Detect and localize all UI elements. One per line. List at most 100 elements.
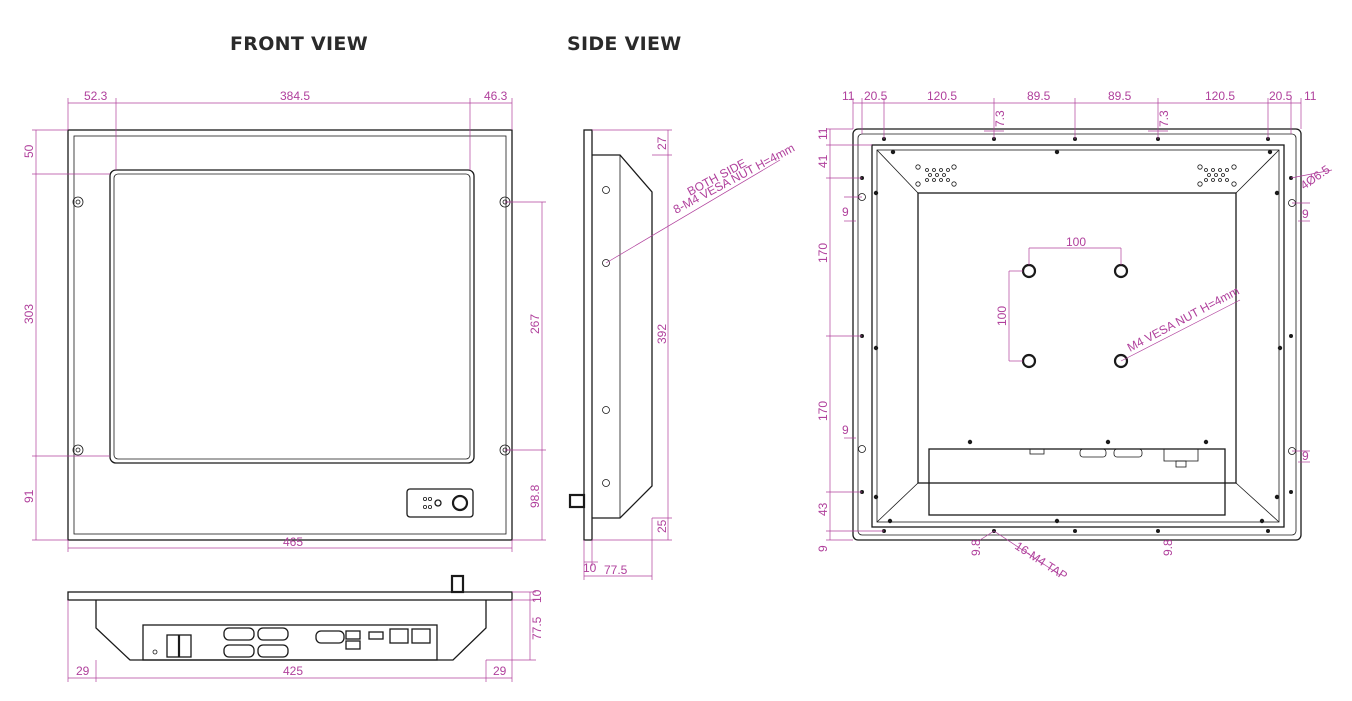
front-dim-screen-height: 303 xyxy=(22,304,36,324)
rear-frame-inner xyxy=(876,149,1280,523)
led-icon xyxy=(427,496,432,501)
led-icon xyxy=(422,496,427,501)
mount-hole xyxy=(72,196,84,208)
bottom-bezel xyxy=(67,591,513,601)
front-dim-hole-pitch: 267 xyxy=(528,314,542,334)
rear-dim-top-5: 89.5 xyxy=(1108,89,1132,103)
rear-dim-top-3: 120.5 xyxy=(927,89,957,103)
rear-dim-left-8: 9 xyxy=(816,545,830,552)
front-view: 52.3 384.5 46.3 50 303 91 267 98.8 465 xyxy=(22,89,546,552)
front-dim-overall-width: 465 xyxy=(283,535,303,549)
led-icon xyxy=(422,504,427,509)
rear-dim-bottom-left: 9.8 xyxy=(969,539,983,556)
rear-vesa-nut xyxy=(1021,263,1037,279)
com-port-icon xyxy=(257,627,289,641)
front-dim-left-margin: 52.3 xyxy=(84,89,108,103)
rear-dim-top-4: 89.5 xyxy=(1027,89,1051,103)
rear-bevel-line xyxy=(876,482,919,523)
side-antenna-connector xyxy=(568,493,586,509)
rear-dim-left-6: 9 xyxy=(842,423,849,437)
rear-dim-bottom-right: 9.8 xyxy=(1161,539,1175,556)
screen-outline xyxy=(109,169,475,464)
rear-io-port xyxy=(1163,448,1199,462)
rear-dim-top-8: 11 xyxy=(1304,89,1317,103)
vent-icon xyxy=(1197,164,1237,187)
side-dim-bezel: 10 xyxy=(583,561,597,575)
rear-vesa-note: M4 VESA NUT H=4mm xyxy=(1125,284,1242,355)
rear-vesa-nut xyxy=(1021,353,1037,369)
bottom-view: 29 425 29 10 77.5 xyxy=(67,574,544,682)
bottom-dim-depth: 77.5 xyxy=(530,616,544,640)
rear-dim-left-3: 9 xyxy=(842,205,849,219)
lan-port-icon xyxy=(411,628,431,644)
rear-outer xyxy=(852,128,1302,541)
rear-dim-top-2: 20.5 xyxy=(864,89,888,103)
front-dim-bottom: 91 xyxy=(22,489,36,503)
bottom-dim-width: 425 xyxy=(283,664,303,678)
side-bezel xyxy=(583,129,593,541)
bottom-dim-bezel: 10 xyxy=(530,589,544,603)
vesa-nut xyxy=(602,259,610,267)
rear-bevel-line xyxy=(1235,149,1280,194)
rear-vesa-nut xyxy=(1113,353,1129,369)
bottom-dim-right: 29 xyxy=(493,664,507,678)
rear-dim-left-2: 41 xyxy=(816,154,830,168)
rear-tap-note: 16-M4 TAP xyxy=(1012,539,1070,583)
vesa-nut xyxy=(602,406,610,414)
bottom-dim-left: 29 xyxy=(76,664,90,678)
rear-bevel-line xyxy=(876,149,919,194)
rear-io-port xyxy=(1113,448,1143,458)
rear-recess xyxy=(917,192,1237,484)
front-dim-hole-bottom: 98.8 xyxy=(528,484,542,508)
rear-dim-left-4: 170 xyxy=(816,243,830,263)
rear-dim-tick-right: 7.3 xyxy=(1157,110,1171,127)
vesa-nut xyxy=(602,186,610,194)
rear-dim-left-7: 43 xyxy=(816,502,830,516)
rear-outer-inner xyxy=(857,133,1297,536)
rear-io-port xyxy=(1079,448,1107,458)
rear-vesa-nut xyxy=(1113,263,1129,279)
front-bezel-outline xyxy=(67,129,513,541)
lan-port-icon xyxy=(389,628,409,644)
com-port-icon xyxy=(223,644,255,658)
tap-holes xyxy=(860,137,1293,533)
rear-dim-vesa-h: 100 xyxy=(1066,235,1086,249)
control-panel xyxy=(406,488,474,518)
side-dim-top: 27 xyxy=(655,136,669,150)
side-view: 27 392 25 10 77.5 BOTH SIDE 8-M4 VESA NU… xyxy=(568,129,797,580)
io-screw xyxy=(152,649,158,655)
vesa-nut xyxy=(602,479,610,487)
bottom-housing xyxy=(95,600,487,661)
side-view-title: SIDE VIEW xyxy=(567,33,682,55)
usb-port-icon xyxy=(345,640,361,650)
mount-hole xyxy=(72,444,84,456)
rear-frame xyxy=(871,144,1285,528)
rear-dim-top-6: 120.5 xyxy=(1205,89,1235,103)
rear-dim-hole-dia: 4Ø6.5 xyxy=(1298,162,1333,192)
vga-port-icon xyxy=(315,630,345,644)
front-dim-screen-width: 384.5 xyxy=(280,89,310,103)
side-housing xyxy=(592,154,653,519)
rear-dim-left-5: 170 xyxy=(816,401,830,421)
mount-hole-center xyxy=(75,447,81,453)
front-bezel-inner xyxy=(73,135,507,535)
front-view-title: FRONT VIEW xyxy=(230,33,368,55)
screen-inner xyxy=(113,173,471,460)
rear-io-block xyxy=(928,448,1226,516)
com-port-icon xyxy=(257,644,289,658)
front-dim-top: 50 xyxy=(22,144,36,158)
rear-side-hole xyxy=(858,445,866,453)
rear-io-port xyxy=(1029,448,1045,455)
rear-view: 11 20.5 120.5 89.5 89.5 120.5 20.5 11 7.… xyxy=(816,89,1333,583)
rear-io-port xyxy=(1175,460,1187,468)
side-dim-height: 392 xyxy=(655,324,669,344)
usb-port-icon xyxy=(345,630,361,640)
front-dim-right-margin: 46.3 xyxy=(484,89,508,103)
rear-dim-right-9-top: 9 xyxy=(1302,207,1309,221)
com-port-icon xyxy=(223,627,255,641)
antenna-connector xyxy=(450,574,465,594)
vent-icon xyxy=(915,164,957,187)
io-panel xyxy=(142,624,438,661)
mount-hole-center xyxy=(75,199,81,205)
